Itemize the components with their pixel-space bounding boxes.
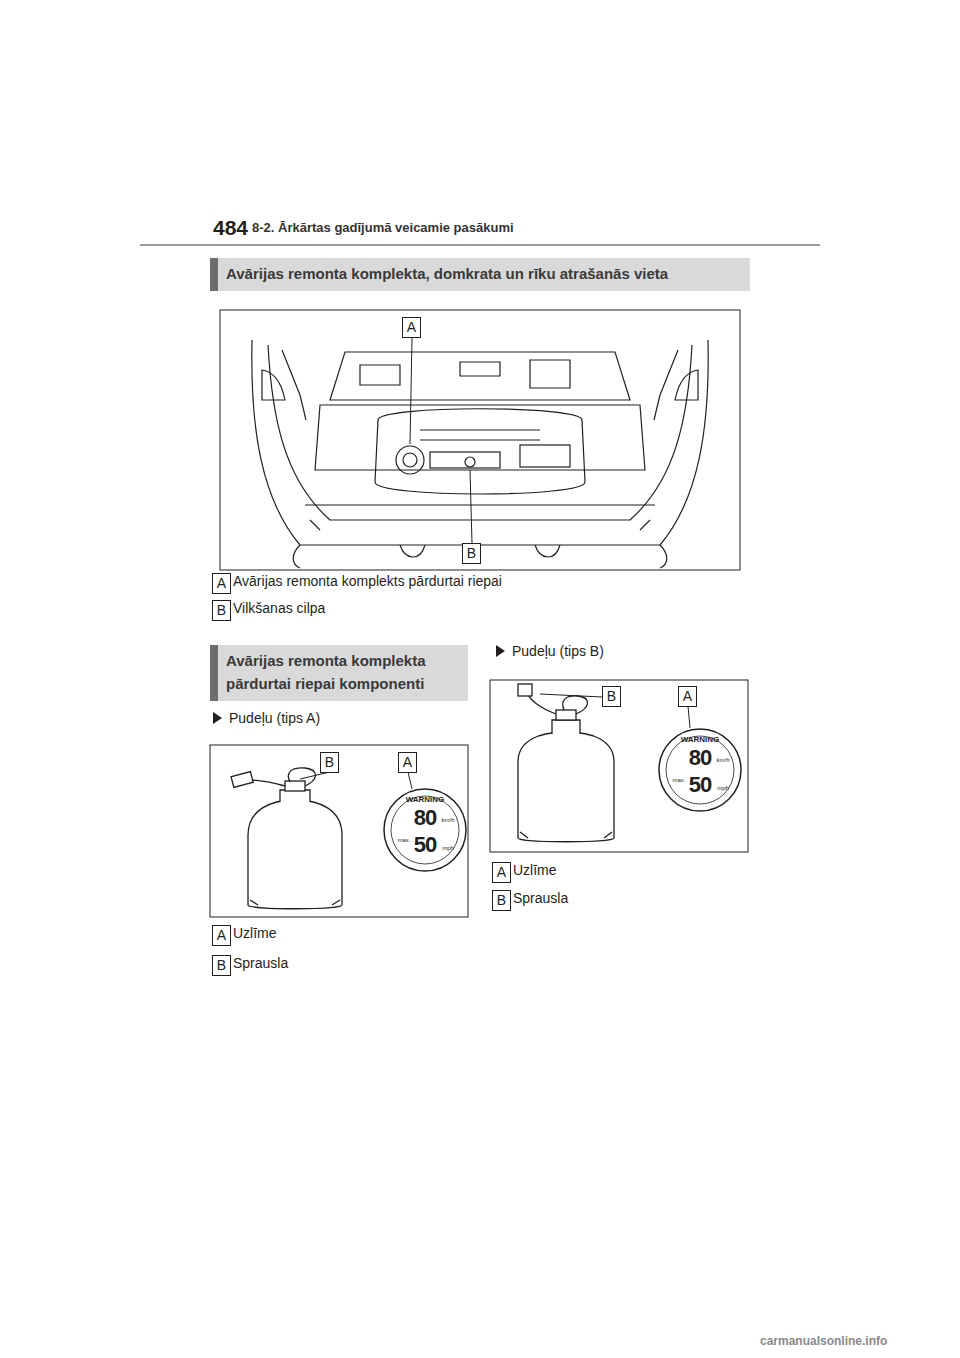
sticker-text: max. [672,777,685,784]
callout-letter-box: A [212,573,231,594]
callout-letter: A [402,754,413,770]
bottle-illustration [231,768,342,909]
sticker-speed: 50 [414,832,436,857]
callout-letter-box: B [462,543,481,564]
callout-letter: A [216,927,227,943]
callout-letter: A [216,575,227,591]
callout-letter: B [606,688,617,704]
header-rule [140,244,820,246]
callout-letter: A [682,688,693,704]
bullet-marker [213,712,222,724]
leader-line [300,772,330,779]
page-number: 484 [213,216,248,240]
callout-letter: B [216,957,227,973]
callout-letter: B [466,545,477,561]
callout-letter-box: A [492,862,511,883]
subheading: Pudeļu (tips A) [229,710,320,726]
illustration-frame [210,745,468,917]
leader-line [688,706,690,728]
callout-letter-box: B [212,955,231,976]
legend-text: Vilkšanas cilpa [233,600,325,616]
watermark: carmanualsonline.info [760,1335,887,1349]
heading-text: Avārijas remonta komplekta pārdurtai rie… [226,650,462,695]
callout-letter: A [496,864,507,880]
heading-text: Avārijas remonta komplekta, domkrata un … [226,263,744,286]
callout-letter-box: B [212,600,231,621]
illustration-frame [220,310,740,570]
legend-text: Avārijas remonta komplekts pārdurtai rie… [233,573,502,589]
warning-sticker [659,729,741,811]
leader-line [540,694,602,697]
callout-letter-box: A [212,925,231,946]
callout-letter: A [406,319,417,335]
callout-letter-box: B [492,890,511,911]
illustration-frame [490,680,748,852]
legend-text: Sprausla [513,890,568,906]
callout-letter-box: B [320,752,339,773]
sticker-text: mph [442,845,454,852]
legend-text: Uzlīme [513,862,557,878]
sticker-speed: 80 [689,745,711,770]
callout-letter-box: A [402,317,421,338]
subheading: Pudeļu (tips B) [512,643,604,659]
callout-letter-box: A [678,686,697,707]
car-trunk-illustration [252,340,708,568]
leader-line [470,470,472,543]
sticker-text: mph [717,785,729,792]
sticker-speed: 80 [414,805,436,830]
callout-letter: B [324,754,335,770]
sticker-text: WARNING [406,795,445,804]
running-header: 8-2. Ārkārtas gadījumā veicamie pasākumi [252,221,514,236]
callout-letter: B [496,892,507,908]
sticker-text: max. [397,837,410,844]
warning-sticker [384,789,466,871]
bullet-marker [496,645,505,657]
leader-line [410,338,412,444]
legend-text: Uzlīme [233,925,277,941]
callout-letter: B [216,602,227,618]
sticker-text: km/h [716,757,729,764]
bottle-illustration [518,684,614,842]
sticker-text: km/h [441,817,454,824]
sticker-text: WARNING [681,735,720,744]
sticker-speed: 50 [689,772,711,797]
callout-letter-box: A [398,752,417,773]
legend-text: Sprausla [233,955,288,971]
section-heading: Avārijas remonta komplekta, domkrata un … [210,258,750,291]
callout-letter-box: B [602,686,621,707]
section-heading: Avārijas remonta komplekta pārdurtai rie… [210,645,468,701]
leader-line [408,772,412,789]
